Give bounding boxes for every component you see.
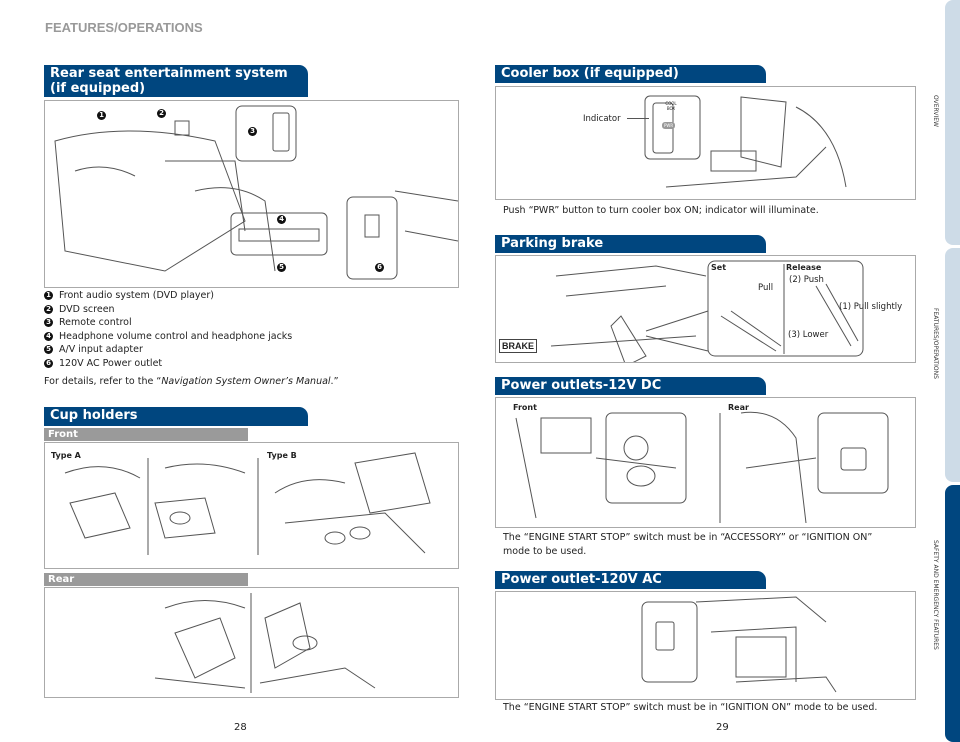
manual-name: Navigation System Owner’s Manual bbox=[161, 376, 331, 387]
type-b-label: Type B bbox=[267, 451, 297, 460]
cup-banner: Cup holders bbox=[44, 407, 308, 426]
rse-title-1: Rear seat entertainment system bbox=[50, 66, 288, 81]
callout-6: 6 bbox=[375, 263, 384, 272]
indicator-label: Indicator bbox=[583, 114, 621, 124]
dc-banner: Power outlets-12V DC bbox=[495, 377, 766, 395]
dc-text-line2: mode to be used. bbox=[503, 545, 587, 557]
rse-banner: Rear seat entertainment system (if equip… bbox=[44, 65, 308, 97]
callout-1: 1 bbox=[97, 111, 106, 120]
cooler-banner: Cooler box (if equipped) bbox=[495, 65, 766, 83]
page-number-left: 28 bbox=[234, 722, 247, 733]
dc-rear-label: Rear bbox=[728, 403, 749, 412]
item-label: A/V input adapter bbox=[59, 344, 143, 355]
tab-safety[interactable] bbox=[945, 485, 960, 742]
brake-illustration: BRAKE Set Pull Release (2) Push (1) Pull… bbox=[495, 255, 916, 363]
pull-slightly-label: (1) Pull slightly bbox=[839, 302, 903, 312]
type-a-label: Type A bbox=[51, 451, 81, 460]
pull-label: Pull bbox=[758, 283, 774, 293]
cup-front-illustration: Type A Type B bbox=[44, 442, 459, 569]
callout-2: 2 bbox=[157, 109, 166, 118]
ac-illustration bbox=[495, 591, 916, 700]
ac-outlet-illustration bbox=[641, 596, 837, 693]
section-header: FEATURES/OPERATIONS bbox=[45, 20, 203, 35]
ac-banner: Power outlet-120V AC bbox=[495, 571, 766, 589]
rear-cup-holder-illustration bbox=[154, 593, 376, 693]
set-label: Set bbox=[711, 263, 727, 272]
rse-illustration: 1 2 3 4 5 6 bbox=[44, 100, 459, 288]
push-label: (2) Push bbox=[789, 275, 824, 285]
tab-overview[interactable] bbox=[945, 0, 960, 245]
cup-rear-label: Rear bbox=[44, 573, 248, 586]
release-label: Release bbox=[786, 263, 822, 272]
callout-5: 5 bbox=[277, 263, 286, 272]
pwr-button[interactable]: PWR bbox=[662, 122, 676, 129]
tab-label-overview: OVERVIEW bbox=[932, 95, 939, 127]
brake-indicator-badge: BRAKE bbox=[499, 339, 538, 353]
cooler-text: Push “PWR” button to turn cooler box ON;… bbox=[503, 205, 819, 216]
dc-front-label: Front bbox=[513, 403, 537, 412]
callout-4: 4 bbox=[277, 215, 286, 224]
cooler-illustration: Indicator COOL BOX PWR bbox=[495, 86, 916, 200]
item-label: Front audio system (DVD player) bbox=[59, 290, 215, 301]
dc-text: The “ENGINE START STOP” switch must be i… bbox=[503, 531, 872, 558]
note-prefix: For details, refer to the “ bbox=[44, 376, 162, 387]
parking-brake-illustration bbox=[550, 260, 864, 362]
brake-banner: Parking brake bbox=[495, 235, 766, 253]
ac-text: The “ENGINE START STOP” switch must be i… bbox=[503, 702, 878, 713]
power-outlet-illustration bbox=[515, 411, 889, 524]
tab-features-operations[interactable] bbox=[945, 248, 960, 482]
page-number-right: 29 bbox=[716, 722, 729, 733]
rse-note: For details, refer to the “Navigation Sy… bbox=[44, 375, 339, 389]
cooler-box-illustration bbox=[644, 95, 847, 188]
vehicle-interior-illustration bbox=[54, 105, 458, 280]
item-label: 120V AC Power outlet bbox=[59, 357, 163, 369]
note-suffix: .” bbox=[330, 376, 339, 387]
tab-label-features: FEATURES/OPERATIONS bbox=[932, 308, 939, 379]
dc-illustration: Front Rear bbox=[495, 397, 916, 528]
item-label: Remote control bbox=[59, 317, 132, 328]
lower-label: (3) Lower bbox=[788, 330, 829, 340]
tab-label-safety: SAFETY AND EMERGENCY FEATURES bbox=[932, 540, 939, 650]
indicator-leader-line bbox=[627, 118, 649, 119]
item-label: Headphone volume control and headphone j… bbox=[59, 330, 293, 342]
cup-holder-illustration bbox=[64, 452, 431, 555]
cool-box-label: COOL BOX bbox=[665, 101, 677, 111]
callout-3: 3 bbox=[248, 127, 257, 136]
cup-rear-illustration bbox=[44, 587, 459, 698]
rse-title-2: (if equipped) bbox=[50, 81, 146, 96]
dc-text-line1: The “ENGINE START STOP” switch must be i… bbox=[503, 532, 873, 543]
item-label: DVD screen bbox=[59, 303, 115, 315]
cup-front-label: Front bbox=[44, 428, 248, 441]
